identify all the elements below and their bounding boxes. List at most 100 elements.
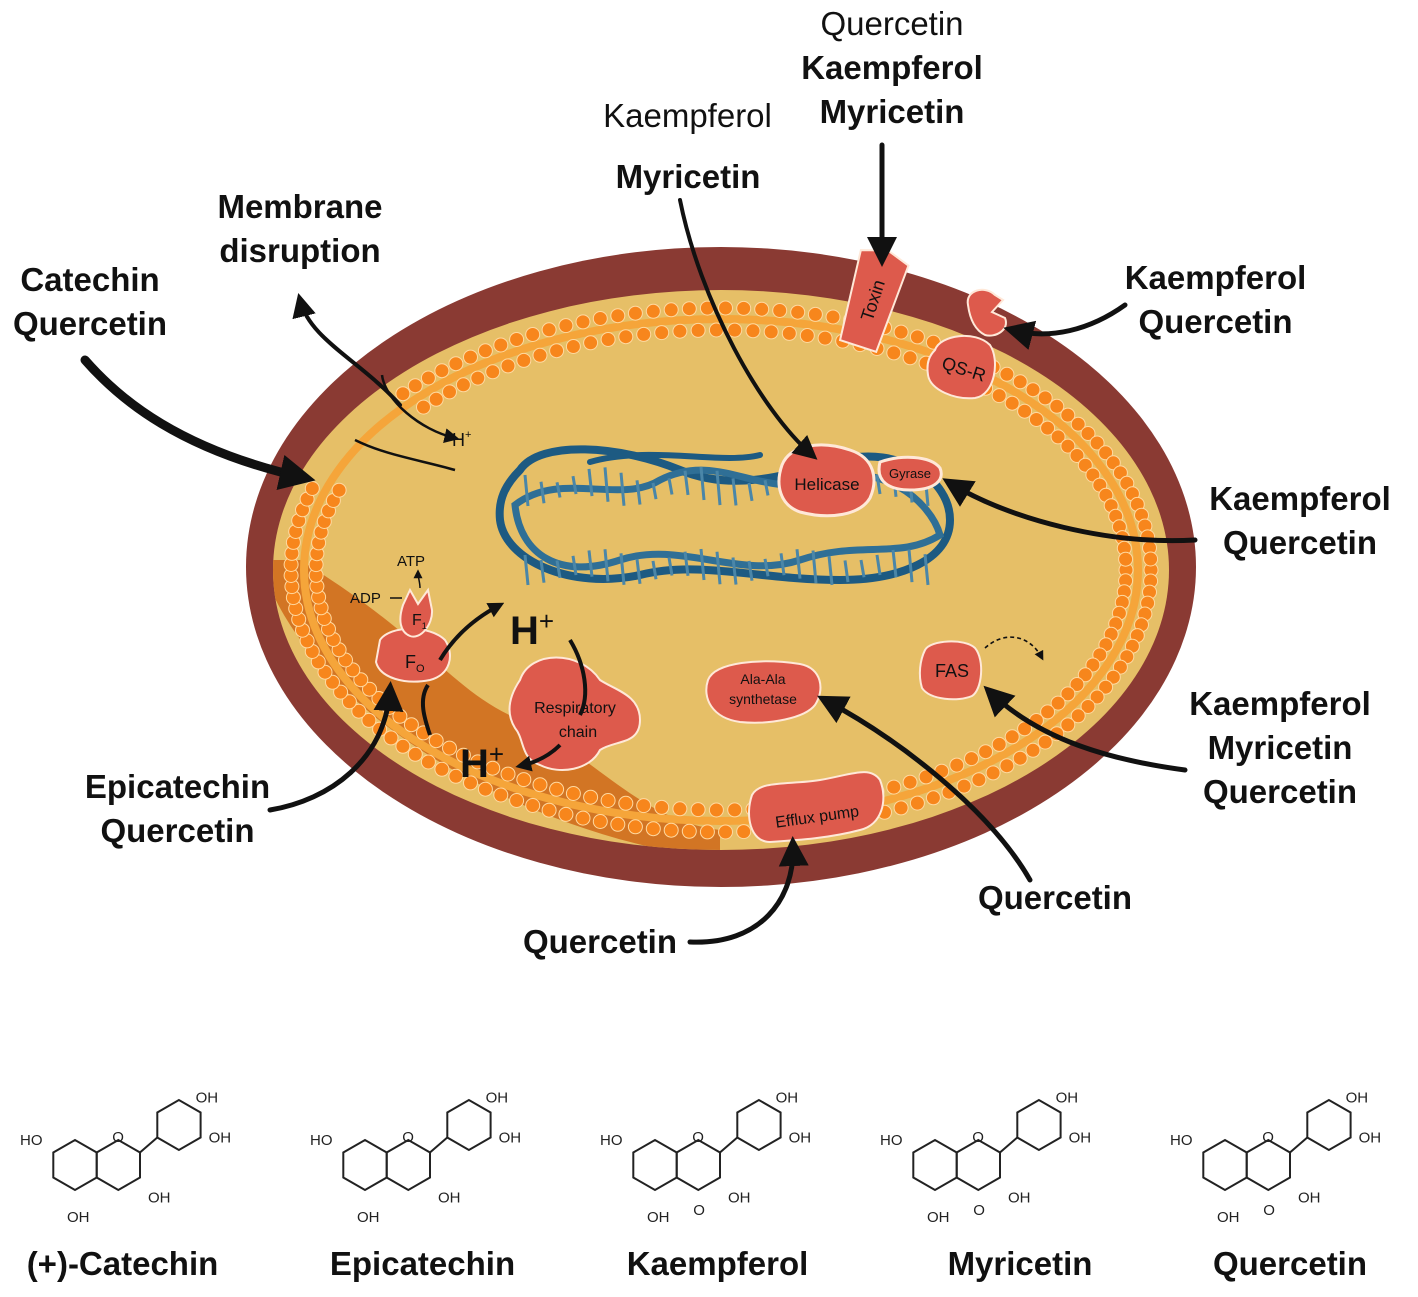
- membrane-lipid-head: [428, 733, 444, 749]
- atp-label: ATP: [397, 553, 425, 570]
- dna-rung: [795, 549, 802, 579]
- arrow-efflux: [687, 836, 809, 945]
- membrane-lipid-head: [525, 327, 541, 342]
- membrane-lipid-head: [525, 798, 541, 813]
- membrane-lipid-head: [1077, 667, 1093, 683]
- compound-name-quercetin: Quercetin: [1212, 1245, 1368, 1282]
- membrane-lipid-head: [1118, 551, 1134, 567]
- dna-rung: [571, 475, 578, 495]
- membrane-lipid-head: [790, 304, 806, 320]
- proton-small: H+: [452, 429, 471, 450]
- qsr-line-1: Kaempferol: [1124, 259, 1307, 296]
- dna-rung: [875, 474, 882, 495]
- adp-label: ADP: [350, 590, 381, 607]
- dna-rung: [619, 472, 626, 506]
- membrane-lipid-head: [1049, 398, 1065, 414]
- membrane-lipid-head: [351, 703, 367, 719]
- dna-rung: [715, 470, 722, 506]
- qsr-line-2: Quercetin: [1138, 303, 1293, 340]
- oh-label: OH: [1056, 1090, 1079, 1107]
- membrane-lipid-head: [681, 301, 697, 317]
- membrane-lipid-head: [985, 765, 1001, 781]
- membrane-lipid-head: [1037, 390, 1053, 406]
- dna-rung: [539, 559, 546, 583]
- membrane-lipid-head: [477, 343, 493, 359]
- ring-a: [1202, 1138, 1248, 1192]
- fas-line-3: Quercetin: [1202, 773, 1358, 810]
- carbonyl-oxygen: O: [1263, 1202, 1275, 1219]
- ala-label-1: Ala-Ala: [740, 671, 785, 687]
- membrane-lipid-head: [1060, 717, 1076, 733]
- label-gyrase-group: Kaempferol Quercetin: [1195, 477, 1405, 565]
- top-myricetin-text: Myricetin: [615, 158, 761, 195]
- membrane-lipid-head: [727, 322, 743, 338]
- membrane-lipid-head: [575, 810, 591, 826]
- membrane-lipid-head: [1025, 382, 1041, 398]
- arrow-gyrase: [942, 478, 1198, 544]
- gyrase-line-1: Kaempferol: [1209, 480, 1391, 517]
- dna-rung: [635, 480, 642, 505]
- membrane-lipid-head: [627, 305, 643, 321]
- membrane-lipid-head: [541, 322, 557, 338]
- membrane-lipid-head: [964, 751, 979, 767]
- membrane-lipid-head: [470, 754, 486, 770]
- label-atp-group: Epicatechin Quercetin: [75, 765, 280, 853]
- dna-rung: [635, 558, 642, 584]
- ring-oxygen: O: [112, 1129, 124, 1146]
- compound-name-catechin: (+)-Catechin: [26, 1245, 219, 1282]
- membrane-lipid-head: [1004, 395, 1020, 411]
- periplasm-region: [273, 560, 720, 850]
- label-membrane-disruption: Membrane disruption: [205, 185, 395, 273]
- membrane-line-2: disruption: [219, 232, 381, 269]
- ho-label: HO: [1170, 1132, 1193, 1149]
- ring-c: [385, 1138, 431, 1192]
- proton-big-upper: H+: [510, 606, 554, 653]
- ring-b: [156, 1098, 202, 1152]
- membrane-lipid-head: [1069, 448, 1085, 463]
- membrane-lipid-head: [420, 370, 436, 386]
- dna-rung: [555, 560, 562, 579]
- arrow-atp: [267, 681, 404, 813]
- membrane-lipid-head: [333, 684, 349, 700]
- inhibition-arrows: [80, 142, 1198, 945]
- membrane-lipid-head: [618, 795, 634, 811]
- membrane-lipid-head: [516, 352, 532, 368]
- oh-label: OH: [728, 1190, 751, 1207]
- bond: [719, 1136, 738, 1154]
- membrane-lipid-head: [361, 712, 377, 728]
- membrane-lipid-head: [909, 329, 925, 345]
- dna-rung: [523, 554, 530, 586]
- membrane-lipid-head: [690, 802, 706, 818]
- ring-a: [52, 1138, 98, 1192]
- dna-rung: [875, 554, 882, 576]
- membrane-lipid-head: [886, 779, 902, 795]
- membrane-lipid-head: [654, 799, 670, 815]
- ring-b: [1016, 1098, 1062, 1152]
- membrane-lipid-head: [558, 318, 574, 334]
- bond: [999, 1136, 1018, 1154]
- oh-label: OH: [357, 1209, 380, 1226]
- dna-rung: [539, 481, 546, 504]
- dna-rung: [811, 550, 818, 584]
- membrane-lipid-head: [772, 303, 788, 318]
- dna-rung: [667, 478, 674, 495]
- membrane-lipid-head: [353, 672, 369, 688]
- ring-a: [912, 1138, 958, 1192]
- membrane-lipid-head: [1143, 551, 1159, 567]
- oh-label: OH: [927, 1209, 950, 1226]
- dna-rung: [747, 482, 754, 502]
- catechin-line-1: Catechin: [20, 261, 160, 298]
- dna-rung: [571, 555, 578, 576]
- membrane-lipid-head: [1070, 416, 1086, 432]
- dna-rung: [747, 560, 754, 581]
- atp-line-1: Epicatechin: [84, 768, 271, 805]
- ring-c: [1245, 1138, 1291, 1192]
- label-toxin-group: Quercetin Kaempferol Myricetin: [787, 2, 997, 134]
- membrane-lipid-head: [978, 744, 994, 760]
- dna-rung: [763, 479, 770, 496]
- membrane-lipid-head: [1004, 729, 1020, 745]
- oh-label: OH: [486, 1090, 509, 1107]
- bond: [139, 1136, 158, 1154]
- toxin-line-2: Kaempferol: [801, 49, 983, 86]
- membrane-lipid-head: [463, 775, 478, 791]
